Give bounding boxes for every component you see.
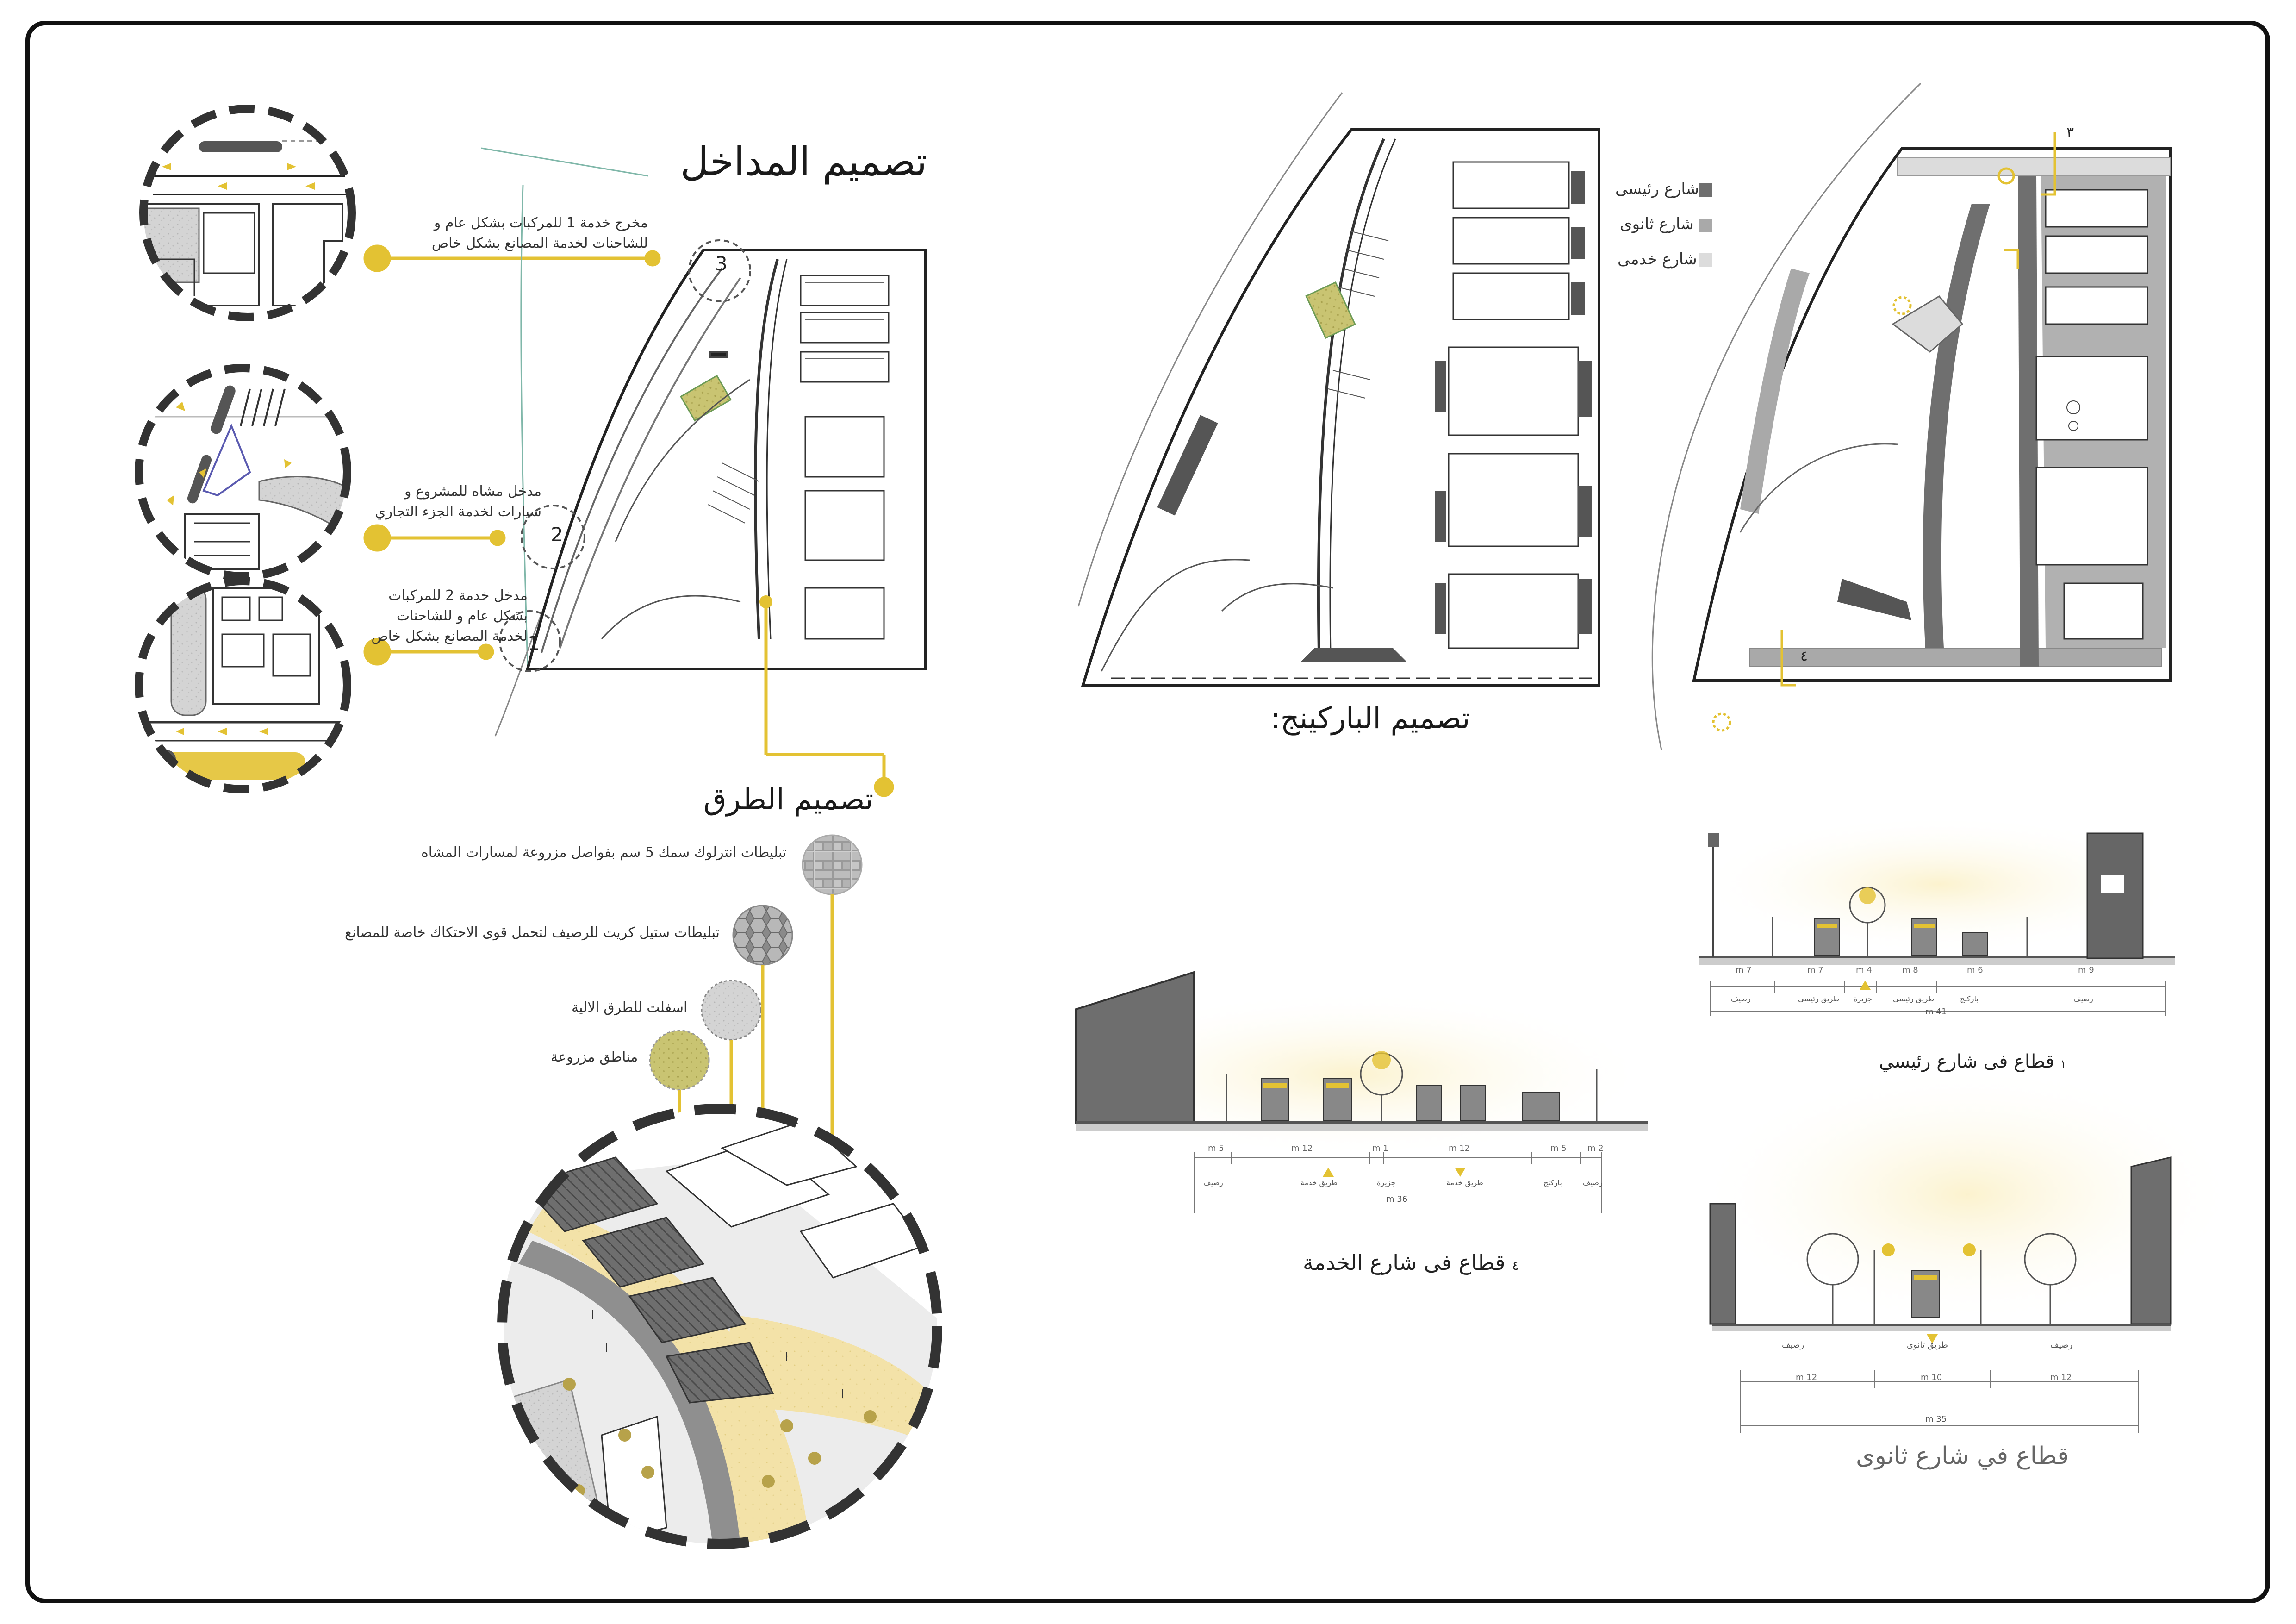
- parking-site-plan: [1077, 92, 1600, 687]
- main-road-swatch: [1699, 183, 1712, 197]
- note-exit-service-1: مخرج خدمة 1 للمركبات بشكل عام و للشاحنات…: [431, 215, 648, 251]
- legend-main-road: شارع رئيسى: [1615, 180, 1699, 198]
- secondary-label-1: رصيف: [1782, 1340, 1804, 1350]
- entrance-detail-3-circle: [143, 109, 352, 317]
- entrance-detail-1-circle: [139, 581, 347, 789]
- service-width-6: 2 m: [1587, 1143, 1604, 1153]
- material-hex-label: تبليطات ستيل كريت للرصيف لتحمل قوى الاحت…: [345, 924, 720, 941]
- service-width-1: 5 m: [1208, 1143, 1224, 1153]
- note-pedestrian-entry: مدخل مشاه للمشروع و سيارات لخدمة الجزء ا…: [375, 483, 541, 520]
- marker-1: 1: [528, 632, 540, 655]
- poster-frame: [25, 21, 2270, 1603]
- secondary-label-3: رصيف: [2050, 1340, 2073, 1350]
- entrances-title: تصميم المداخل: [680, 139, 927, 184]
- isometric-ring: [497, 1104, 942, 1549]
- legend-secondary-road: شارع ثانوى: [1620, 215, 1694, 233]
- service-total: 36 m: [1386, 1194, 1408, 1204]
- secondary-width-1: 12 m: [1796, 1373, 1817, 1382]
- service-width-5: 5 m: [1550, 1143, 1567, 1153]
- main-total: 41 m: [1925, 1007, 1947, 1017]
- service-width-4: 12 m: [1449, 1143, 1470, 1153]
- main-width-6: 9 m: [2078, 965, 2094, 975]
- entrance-markers: [499, 239, 751, 672]
- service-label-1: رصيف: [1203, 1178, 1223, 1187]
- main-width-4: 8 m: [1902, 965, 1918, 975]
- planted-icon: [649, 1030, 710, 1091]
- section-secondary-street: [1694, 1065, 2240, 1433]
- service-label-6: رصيف: [1583, 1178, 1603, 1187]
- isometric-view: [502, 1109, 937, 1544]
- marker-3: 3: [715, 252, 728, 275]
- marker-2: 2: [551, 523, 563, 546]
- section-main-street: [1694, 815, 2184, 1016]
- service-label-2: طريق خدمة: [1300, 1178, 1338, 1187]
- main-label-6: رصيف: [2073, 994, 2093, 1003]
- material-planted-label: مناطق مزروعة: [551, 1049, 638, 1065]
- main-section-title: ١ قطاع فى شارع رئيسي: [1879, 1051, 2066, 1072]
- main-label-2: طريق رئيسي: [1798, 994, 1840, 1003]
- hex-tiles-icon: [732, 905, 793, 966]
- entrance-detail-2-circle: [139, 368, 347, 576]
- road-hierarchy-plan: [1651, 82, 2172, 750]
- entrance-leaders: [363, 244, 661, 666]
- roads-leader: [764, 606, 894, 797]
- secondary-width-2: 10 m: [1921, 1373, 1942, 1382]
- section-mark-4: ٤: [1800, 648, 1808, 664]
- roads-title: تصميم الطرق: [703, 782, 874, 817]
- entrance-detail-2-ring: [135, 364, 351, 581]
- section-mark-3: ٣: [2066, 124, 2074, 140]
- section-service-street: [1051, 971, 1652, 1213]
- secondary-total: 35 m: [1925, 1414, 1947, 1424]
- legend-service-road: شارع خدمى: [1618, 250, 1697, 269]
- note-service-entry-2: مدخل خدمة 2 للمركبات بشكل عام و للشاحنات…: [371, 587, 528, 644]
- main-label-4: طريق رئيسي: [1893, 994, 1935, 1003]
- secondary-width-3: 12 m: [2050, 1373, 2072, 1382]
- service-label-3: جزيرة: [1377, 1178, 1396, 1187]
- service-section-title-text: قطاع فى شارع الخدمة: [1303, 1250, 1506, 1275]
- main-label-1: رصيف: [1731, 994, 1751, 1003]
- service-label-4: طريق خدمة: [1446, 1178, 1483, 1187]
- service-section-number: ٤: [1512, 1258, 1519, 1273]
- main-section-title-text: قطاع فى شارع رئيسي: [1879, 1051, 2055, 1072]
- service-width-3: 1 m: [1372, 1143, 1388, 1153]
- main-width-1: 7 m: [1736, 965, 1752, 975]
- entrance-detail-3-ring: [139, 105, 356, 321]
- service-width-2: 12 m: [1291, 1143, 1313, 1153]
- secondary-section-title: قطاع في شارع ثانوى: [1856, 1442, 2069, 1470]
- main-width-2: 7 m: [1807, 965, 1823, 975]
- main-label-5: باركنج: [1960, 994, 1979, 1003]
- material-pavers-label: تبليطات انترلوك سمك 5 سم بفواصل مزروعة ل…: [421, 844, 787, 861]
- pavers-icon: [802, 834, 863, 895]
- entrance-site-plan: [481, 147, 927, 737]
- main-width-3: 4 m: [1856, 965, 1872, 975]
- entrance-detail-1-ring: [135, 577, 351, 793]
- asphalt-icon: [701, 980, 762, 1041]
- road-legend-swatches: [1699, 183, 1712, 267]
- service-road-swatch: [1699, 253, 1712, 267]
- main-section-number: ١: [2060, 1057, 2066, 1070]
- material-swatches: [649, 834, 863, 1091]
- service-section-title: ٤ قطاع فى شارع الخدمة: [1303, 1250, 1519, 1275]
- material-asphalt-label: اسفلت للطرق الالية: [572, 999, 688, 1016]
- main-label-3: جزيرة: [1854, 994, 1873, 1003]
- parking-title: تصميم الباركينج:: [1270, 701, 1470, 736]
- secondary-road-swatch: [1699, 219, 1712, 232]
- secondary-label-2: طريق ثانوى: [1907, 1340, 1948, 1350]
- service-label-5: باركنج: [1543, 1178, 1562, 1187]
- main-width-5: 6 m: [1967, 965, 1983, 975]
